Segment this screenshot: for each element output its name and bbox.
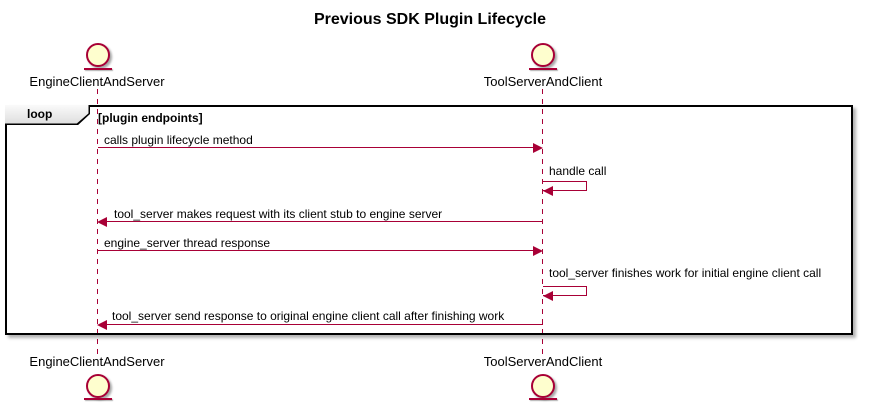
diagram-title: Previous SDK Plugin Lifecycle bbox=[313, 11, 547, 28]
entity-icon bbox=[531, 43, 555, 67]
message-label-tool-server-finishes-work: tool_server finishes work for initial en… bbox=[549, 266, 822, 280]
message-label-tool-server-makes-request: tool_server makes request with its clien… bbox=[114, 207, 443, 221]
arrowhead-left-icon bbox=[97, 320, 107, 330]
actor-label-top-left: EngineClientAndServer bbox=[29, 74, 165, 89]
entity-underline bbox=[529, 398, 557, 400]
arrowhead-right-icon bbox=[533, 143, 543, 153]
entity-icon bbox=[86, 374, 110, 398]
message-label-handle-call: handle call bbox=[549, 164, 607, 178]
message-line bbox=[98, 250, 534, 251]
actor-label-top-right: ToolServerAndClient bbox=[483, 74, 603, 89]
entity-icon bbox=[86, 43, 110, 67]
message-label-calls-plugin-lifecycle-method: calls plugin lifecycle method bbox=[104, 133, 253, 147]
entity-icon bbox=[531, 374, 555, 398]
actor-label-bottom-right: ToolServerAndClient bbox=[483, 354, 603, 369]
message-label-tool-server-send-response: tool_server send response to original en… bbox=[112, 309, 505, 323]
entity-underline bbox=[529, 68, 557, 70]
loop-guard-label: [plugin endpoints] bbox=[98, 111, 203, 125]
loop-frame bbox=[5, 105, 853, 335]
message-line bbox=[107, 324, 543, 325]
arrowhead-left-icon bbox=[543, 186, 553, 196]
entity-underline bbox=[84, 398, 112, 400]
arrowhead-left-icon bbox=[97, 217, 107, 227]
loop-operator-label: loop bbox=[27, 107, 53, 122]
arrowhead-right-icon bbox=[533, 246, 543, 256]
arrowhead-left-icon bbox=[543, 291, 553, 301]
loop-operator-tab-fill: loop bbox=[5, 105, 89, 124]
lifeline-toolserverandclient bbox=[542, 89, 543, 355]
message-line bbox=[98, 147, 534, 148]
message-label-engine-server-thread-response: engine_server thread response bbox=[104, 236, 271, 250]
loop-operator-tab: loop bbox=[5, 105, 90, 125]
self-message-line bbox=[543, 286, 587, 296]
actor-label-bottom-left: EngineClientAndServer bbox=[29, 354, 165, 369]
message-line bbox=[107, 221, 543, 222]
entity-underline bbox=[84, 68, 112, 70]
self-message-line bbox=[543, 181, 587, 191]
